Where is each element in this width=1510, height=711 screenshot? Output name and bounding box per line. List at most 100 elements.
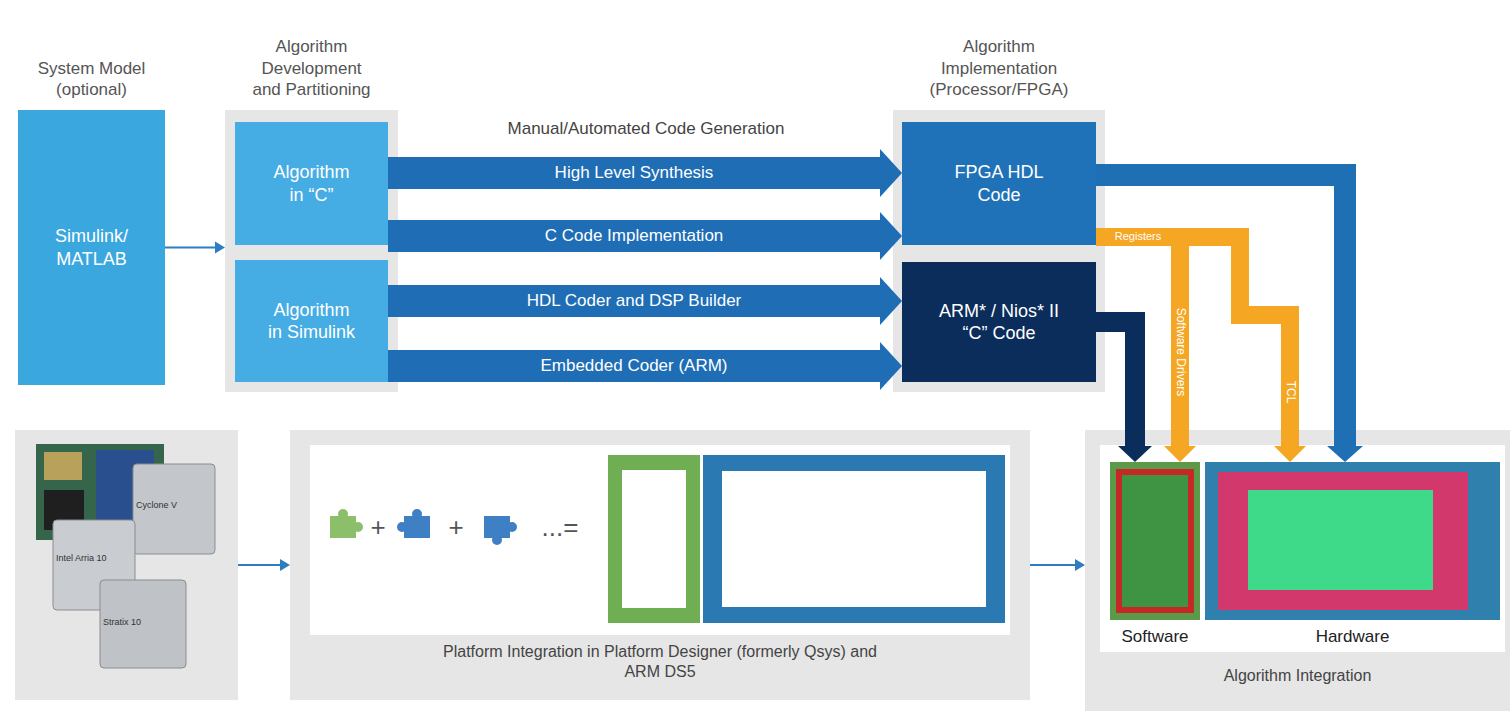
arrow-head	[880, 212, 902, 260]
arrow-head	[1118, 446, 1152, 462]
connector-line	[165, 247, 215, 249]
puzzle-hole	[622, 470, 686, 608]
puzzle-body	[484, 516, 510, 538]
puzzle-knob	[412, 509, 422, 519]
box-text: Algorithm in “C”	[267, 161, 356, 206]
column-heading: Algorithm Development and Partitioning	[246, 36, 377, 100]
panel-ground	[290, 430, 1030, 700]
integration-panel: Algorithm IntegrationSoftwareHardware	[1085, 430, 1510, 711]
section-heading: Manual/Automated Code Generation	[508, 118, 785, 139]
puzzle-knob	[507, 522, 517, 532]
column-heading: System Model (optional)	[12, 58, 172, 101]
plus-sign: +	[448, 511, 463, 544]
connector-line	[388, 157, 880, 189]
chip-label: Cyclone V	[136, 500, 212, 511]
connector	[1030, 559, 1085, 571]
arrow-head	[1274, 446, 1306, 462]
partition-panel: Algorithm Development and PartitioningAl…	[225, 110, 398, 392]
connector	[238, 559, 290, 571]
connector-label: Registers	[1115, 230, 1161, 244]
puzzle-knob	[353, 522, 363, 532]
connector-label: C Code Implementation	[545, 225, 724, 246]
connector	[388, 342, 902, 390]
software-ground	[1110, 462, 1200, 620]
algorithm-box: Algorithm in “C”	[235, 122, 388, 245]
region-label: Software	[1100, 626, 1210, 647]
implementation-panel: Algorithm Implementation (Processor/FPGA…	[893, 110, 1105, 392]
fpga-chip	[133, 464, 215, 554]
puzzle-piece	[484, 516, 517, 545]
arrow-head	[880, 277, 902, 325]
arrow-head	[280, 559, 290, 571]
box-text: ARM* / Nios* II “C” Code	[932, 300, 1066, 345]
arrow-head	[1075, 559, 1085, 571]
puzzle-frame	[608, 455, 700, 623]
connector	[388, 277, 902, 325]
connector	[388, 149, 902, 197]
connector-label: Software Drivers	[1173, 308, 1188, 397]
hardware-core	[1248, 490, 1433, 590]
connector	[388, 212, 902, 260]
connector-line	[1096, 175, 1345, 446]
panel-inner	[310, 445, 1010, 635]
algorithm-box: Algorithm in Simulink	[235, 260, 388, 382]
platform-panel: Platform Integration in Platform Designe…	[290, 430, 1030, 700]
software-core	[1119, 472, 1191, 610]
puzzle-piece	[330, 509, 363, 538]
puzzle-body	[404, 516, 430, 538]
plus-sign: +	[370, 511, 385, 544]
arrow-head	[215, 242, 225, 254]
software-region: Software	[1110, 462, 1200, 620]
puzzle-knob	[492, 535, 502, 545]
panel-ground	[15, 430, 238, 700]
arrow-head	[880, 342, 902, 390]
box-text: FPGA HDL Code	[938, 161, 1060, 206]
puzzle-knob	[397, 522, 407, 532]
panel-ground	[225, 110, 398, 392]
chip-label: Stratix 10	[103, 617, 183, 628]
panel-caption: Platform Integration in Platform Designe…	[425, 642, 895, 682]
arrow-head	[1327, 446, 1363, 462]
connector	[1096, 237, 1306, 462]
panel-caption: Algorithm Integration	[1085, 666, 1510, 686]
connector	[1096, 237, 1196, 462]
region-label: Hardware	[1253, 626, 1453, 647]
connector-line	[388, 285, 880, 317]
fpga-code-box: FPGA HDL Code	[902, 122, 1096, 245]
connector-label: Embedded Coder (ARM)	[540, 355, 727, 376]
chip-label: Intel Arria 10	[56, 553, 132, 564]
arrow-head	[880, 149, 902, 197]
puzzle-body	[330, 516, 356, 538]
connector-line	[1096, 237, 1290, 446]
puzzle-frame	[703, 455, 1005, 623]
hardware-region: Hardware	[1205, 462, 1500, 620]
connector	[1096, 175, 1363, 462]
arrow-head	[1164, 446, 1196, 462]
puzzle-hole	[722, 471, 986, 607]
panel-ground	[1085, 430, 1510, 711]
equals-sign: ...=	[542, 511, 579, 544]
connector	[1096, 322, 1152, 462]
box-text: Algorithm in Simulink	[267, 299, 356, 344]
connector-label: TCL	[1283, 381, 1298, 404]
connector-line	[388, 350, 880, 382]
connector	[165, 242, 225, 254]
connector-line	[1096, 237, 1180, 446]
box-text: Simulink/ MATLAB	[28, 225, 155, 270]
connector-line	[1030, 564, 1075, 566]
device-panel: Cyclone V Intel Arria 10 Stratix 10	[15, 430, 238, 700]
fpga-chip	[100, 580, 186, 668]
puzzle-knob	[338, 509, 348, 519]
puzzle-piece	[397, 509, 430, 538]
connector-line	[388, 220, 880, 252]
hardware-ground	[1205, 462, 1500, 620]
hardware-chip	[1218, 472, 1468, 610]
connector-label: High Level Synthesis	[555, 162, 714, 183]
connector-line	[238, 564, 280, 566]
panel-inner	[1100, 445, 1505, 652]
connector-label: HDL Coder and DSP Builder	[527, 290, 742, 311]
system-model-box: System Model (optional)Simulink/ MATLAB	[18, 110, 165, 385]
